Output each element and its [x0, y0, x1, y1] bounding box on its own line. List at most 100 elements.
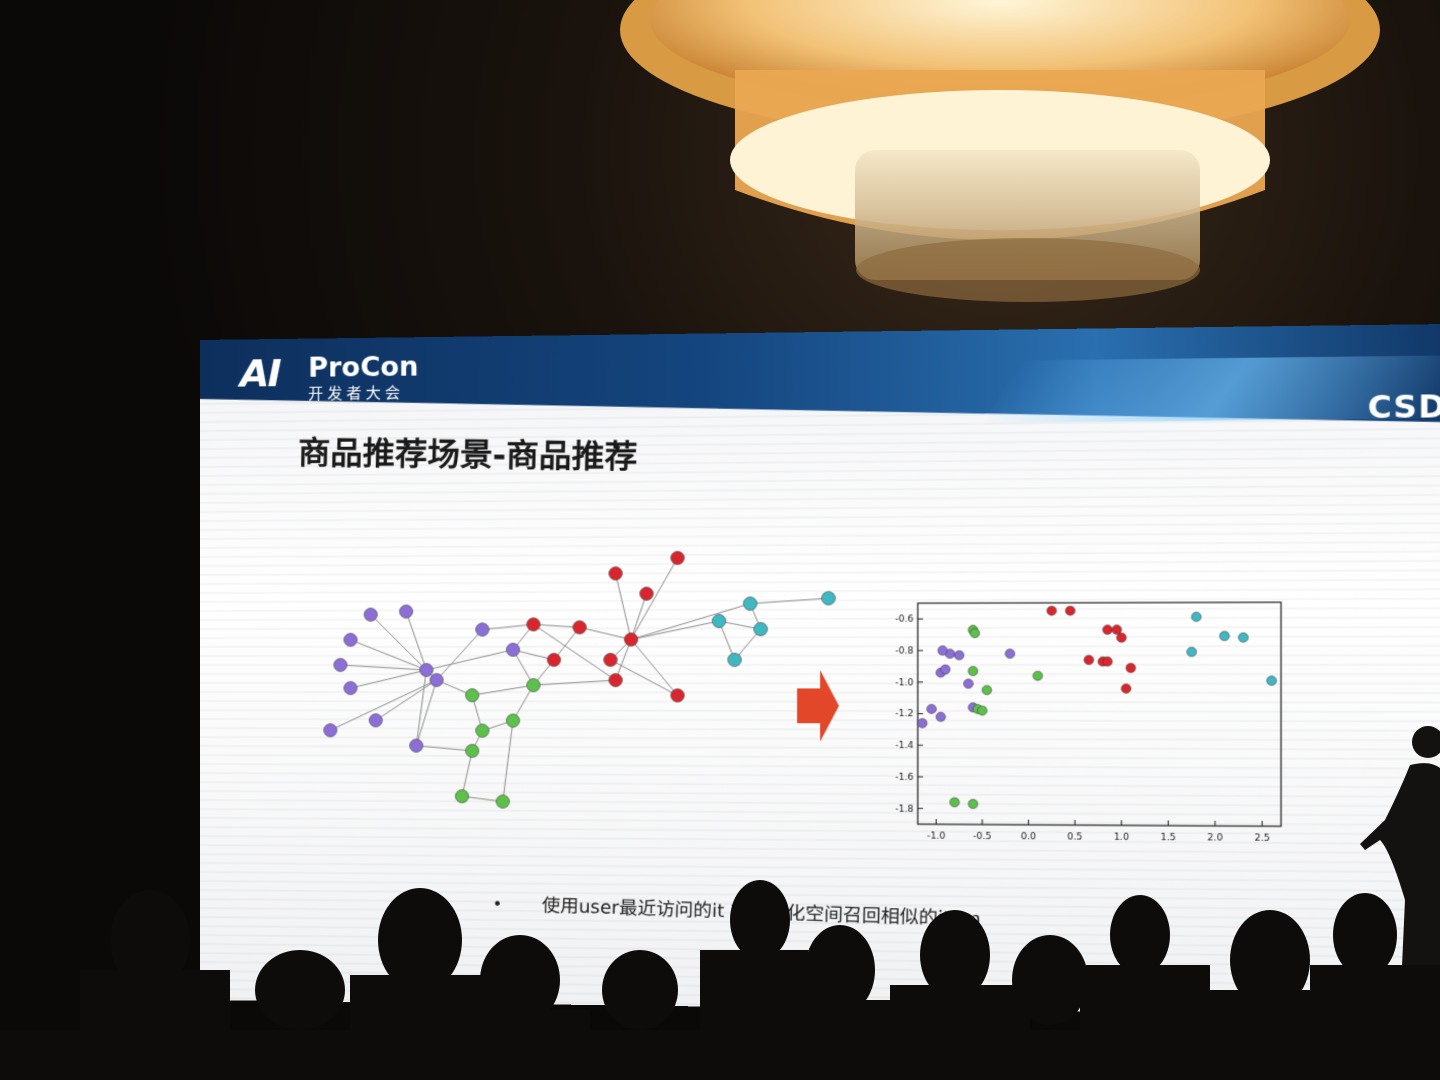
graph-node — [527, 618, 540, 631]
audience-silhouettes — [0, 880, 1440, 1080]
graph-node — [364, 608, 377, 621]
x-tick-label: 1.0 — [1114, 833, 1130, 843]
scatter-point — [1267, 676, 1277, 685]
scatter-point — [1033, 671, 1043, 680]
graph-node — [455, 790, 468, 803]
graph-node — [430, 674, 443, 687]
graph-edge — [472, 685, 533, 695]
graph-node — [496, 795, 509, 808]
slide-title: 商品推荐场景-商品推荐 — [297, 433, 638, 477]
scatter-point — [970, 628, 980, 637]
graph-node — [624, 633, 637, 646]
graph-node — [400, 605, 413, 618]
graph-node — [369, 714, 382, 727]
graph-node — [466, 744, 479, 757]
scatter-point — [1238, 633, 1248, 642]
graph-node — [476, 724, 489, 737]
graph-node — [573, 621, 586, 634]
graph-edge — [351, 640, 427, 670]
scatter-point — [1005, 649, 1015, 658]
y-tick-label: -1.4 — [895, 741, 914, 751]
graph-node — [334, 658, 347, 671]
scatter-point — [977, 706, 987, 715]
graph-edge — [616, 573, 631, 639]
scatter-point — [1117, 633, 1127, 642]
x-tick-label: 0.0 — [1021, 832, 1036, 842]
graph-node — [671, 689, 684, 702]
graph-node — [743, 597, 757, 610]
logo-ai-mark: AI — [239, 351, 280, 396]
graph-edge — [416, 746, 472, 751]
scatter-point — [954, 651, 964, 660]
graph-edge — [351, 670, 427, 688]
x-tick-label: 1.5 — [1161, 833, 1176, 843]
logo-subtitle: 开发者大会 — [308, 383, 405, 403]
x-tick-label: 0.5 — [1067, 832, 1082, 842]
graph-node — [420, 663, 433, 676]
graph-node — [527, 679, 540, 692]
graph-node — [547, 653, 560, 666]
scatter-point — [964, 679, 974, 688]
graph-node — [609, 567, 622, 580]
chandelier — [620, 0, 1380, 302]
y-tick-label: -0.6 — [895, 615, 914, 625]
scatter-point — [1047, 606, 1057, 615]
scatter-point — [1191, 612, 1201, 621]
graph-edge — [503, 721, 513, 802]
graph-edge — [437, 630, 483, 681]
y-tick-label: -1.0 — [895, 678, 914, 688]
graph-edge — [340, 665, 426, 670]
scatter-point — [982, 685, 992, 694]
graph-node — [324, 724, 337, 737]
network-graph — [310, 537, 844, 824]
scatter-point — [968, 666, 978, 675]
graph-node — [712, 614, 725, 627]
x-tick-label: 2.5 — [1254, 833, 1269, 844]
x-tick-label: 2.0 — [1207, 833, 1223, 844]
y-tick-label: -1.8 — [895, 804, 914, 814]
graph-node — [476, 623, 489, 636]
scatter-point — [941, 665, 951, 674]
graph-node — [822, 592, 836, 605]
scatter-point — [1126, 663, 1136, 672]
scatter-point — [968, 799, 978, 808]
arrow-right-icon — [797, 670, 839, 742]
graph-node — [466, 689, 479, 702]
csdn-logo: CSDN — [1367, 388, 1440, 427]
scatter-point — [938, 646, 948, 655]
scatter-point — [1187, 647, 1197, 656]
y-tick-label: -1.6 — [895, 773, 914, 783]
graph-edge — [406, 611, 426, 670]
scatter-point — [918, 719, 927, 728]
graph-node — [728, 653, 742, 666]
graph-node — [344, 682, 357, 695]
graph-edge — [750, 598, 828, 603]
scatter-point — [1103, 657, 1113, 666]
graph-edge — [533, 680, 615, 685]
graph-edge — [631, 639, 677, 695]
graph-edge — [482, 624, 533, 629]
presenter-silhouette — [1360, 726, 1440, 1010]
logo-procon-text: ProCon — [308, 351, 419, 384]
graph-edge — [416, 680, 436, 746]
graph-edge — [371, 615, 427, 670]
graph-edge — [462, 751, 472, 797]
graph-node — [344, 633, 357, 646]
x-tick-label: -1.0 — [927, 831, 946, 841]
graph-node — [609, 674, 622, 687]
graph-node — [604, 653, 617, 666]
graph-edge — [580, 627, 631, 639]
scatter-point — [1220, 631, 1230, 640]
scatter-point — [1121, 684, 1131, 693]
scatter-point — [1103, 625, 1113, 634]
graph-edge — [416, 670, 426, 746]
graph-node — [671, 551, 684, 564]
scatter-point — [1084, 655, 1094, 664]
graph-edge — [631, 621, 719, 639]
scatter-point — [950, 798, 960, 807]
graph-edge — [426, 650, 513, 670]
graph-edge — [376, 680, 437, 720]
scatter-point — [936, 712, 946, 721]
graph-node — [506, 714, 519, 727]
